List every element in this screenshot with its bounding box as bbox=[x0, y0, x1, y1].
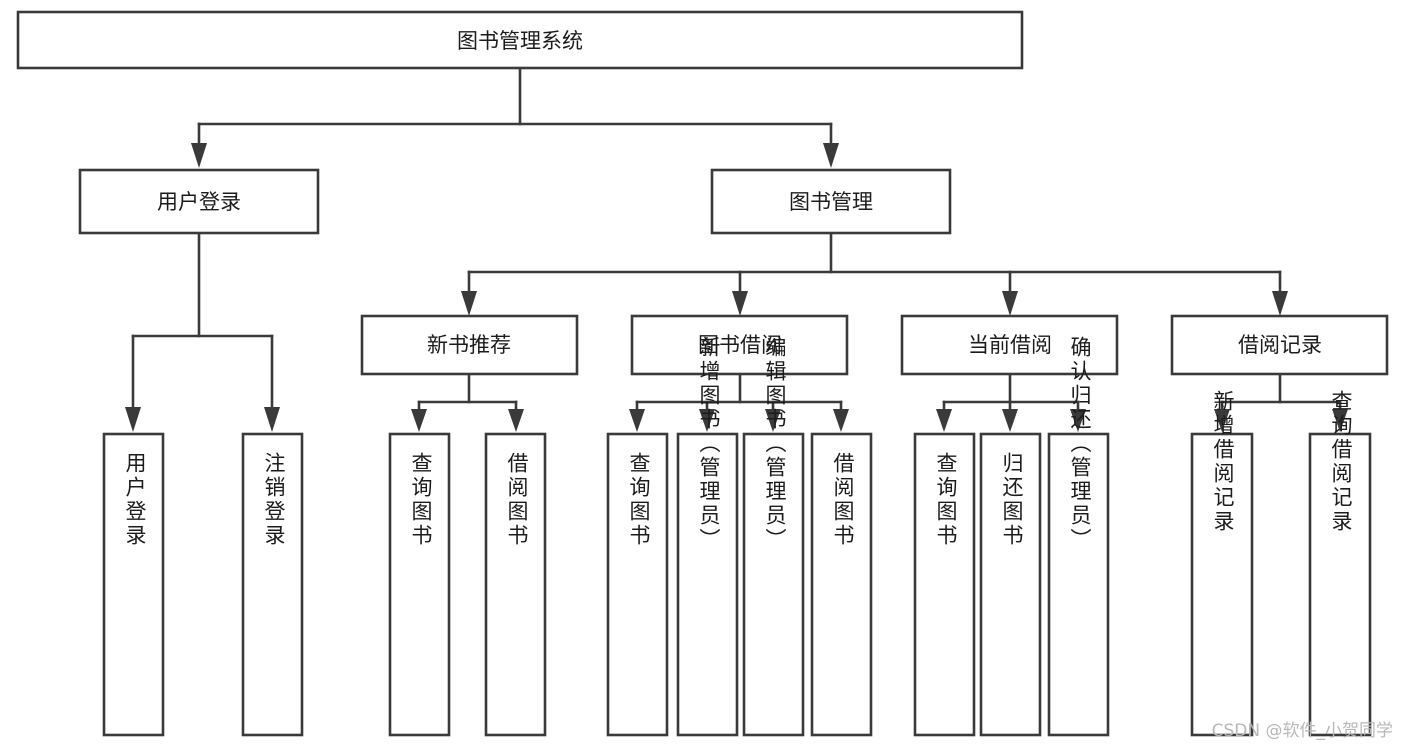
node-leaf-return-book-box[interactable] bbox=[979, 432, 1042, 737]
node-leaf-user-login-label: 用户登录 bbox=[123, 452, 147, 548]
node-leaf-add-record[interactable]: 新增借阅记录 bbox=[1190, 390, 1254, 737]
arrow-head-leaf-query-book-3 bbox=[936, 409, 952, 432]
node-book-borrow-box[interactable] bbox=[630, 314, 849, 376]
arrow-head-leaf-borrow-book-2 bbox=[833, 409, 849, 432]
node-leaf-user-login-box[interactable] bbox=[102, 432, 165, 737]
arrow-head-leaf-user-logout bbox=[264, 407, 280, 432]
node-borrow-record-label: 借阅记录 bbox=[1238, 333, 1322, 357]
node-leaf-query-book-2[interactable]: 查询图书 bbox=[606, 432, 669, 737]
node-leaf-confirm-return-box[interactable] bbox=[1047, 432, 1110, 737]
node-book-manage[interactable]: 图书管理 bbox=[710, 168, 952, 235]
node-leaf-add-record-label: 新增借阅记录 bbox=[1211, 390, 1235, 534]
arrow-head-borrow-record bbox=[1272, 291, 1288, 316]
arrow-head-leaf-query-record bbox=[1332, 409, 1348, 432]
node-new-book-recommend-label: 新书推荐 bbox=[427, 333, 511, 357]
node-user-login[interactable]: 用户登录 bbox=[78, 168, 320, 235]
node-root[interactable]: 图书管理系统 bbox=[16, 10, 1024, 70]
node-leaf-user-logout-label: 注销登录 bbox=[262, 452, 286, 548]
arrow-head-leaf-confirm-return bbox=[1070, 409, 1086, 432]
node-user-login-box[interactable] bbox=[78, 168, 320, 235]
node-leaf-return-book[interactable]: 归还图书 bbox=[979, 432, 1042, 737]
arrow-head-leaf-edit-book bbox=[765, 409, 781, 432]
arrow-head-leaf-add-book bbox=[699, 409, 715, 432]
node-leaf-query-book-1-box[interactable] bbox=[388, 432, 451, 737]
arrow-head-user-login bbox=[191, 143, 207, 168]
node-leaf-user-logout-box[interactable] bbox=[241, 432, 304, 737]
arrow-head-book-borrow bbox=[732, 291, 748, 316]
node-root-box[interactable] bbox=[16, 10, 1024, 70]
node-leaf-borrow-book-2-label: 借阅图书 bbox=[831, 452, 855, 548]
node-leaf-query-record-label: 查询借阅记录 bbox=[1329, 390, 1353, 534]
node-leaf-borrow-book-2[interactable]: 借阅图书 bbox=[810, 432, 873, 737]
connector-group bbox=[125, 66, 1348, 432]
arrow-head-current-borrow bbox=[1002, 291, 1018, 316]
node-book-borrow-label: 图书借阅 bbox=[698, 333, 782, 357]
arrow-head-leaf-return-book bbox=[1002, 409, 1018, 432]
node-leaf-query-book-3-label: 查询图书 bbox=[934, 452, 958, 548]
node-new-book-recommend-box[interactable] bbox=[360, 314, 579, 376]
node-user-login-label: 用户登录 bbox=[157, 190, 241, 214]
node-leaf-query-book-2-box[interactable] bbox=[606, 432, 669, 737]
node-leaf-edit-book-label: 编辑图书（管理员） bbox=[763, 336, 787, 552]
arrow-head-leaf-add-record bbox=[1214, 409, 1230, 432]
node-leaf-user-login[interactable]: 用户登录 bbox=[102, 432, 165, 737]
node-leaf-query-book-1[interactable]: 查询图书 bbox=[388, 432, 451, 737]
node-leaf-confirm-return[interactable]: 确认归还（管理员） bbox=[1047, 336, 1110, 737]
node-leaf-edit-book[interactable]: 编辑图书（管理员） bbox=[742, 336, 805, 737]
node-leaf-add-record-box[interactable] bbox=[1190, 432, 1254, 737]
node-leaf-query-book-3-box[interactable] bbox=[913, 432, 976, 737]
node-leaf-borrow-book-1-box[interactable] bbox=[484, 432, 547, 737]
arrow-head-leaf-borrow-book-1 bbox=[508, 409, 524, 432]
node-borrow-record[interactable]: 借阅记录 bbox=[1170, 314, 1389, 376]
node-leaf-borrow-book-1-label: 借阅图书 bbox=[505, 452, 529, 548]
node-leaf-add-book[interactable]: 新增图书（管理员） bbox=[676, 336, 739, 737]
arrow-head-leaf-query-book-2 bbox=[629, 409, 645, 432]
arrow-head-leaf-user-login bbox=[125, 407, 141, 432]
arrow-head-leaf-query-book-1 bbox=[411, 409, 427, 432]
node-current-borrow-box[interactable] bbox=[900, 314, 1119, 376]
node-leaf-user-logout[interactable]: 注销登录 bbox=[241, 432, 304, 737]
node-root-label: 图书管理系统 bbox=[457, 29, 583, 53]
node-leaf-query-book-2-label: 查询图书 bbox=[627, 452, 651, 548]
arrow-head-book-manage bbox=[823, 143, 839, 168]
node-leaf-query-book-1-label: 查询图书 bbox=[409, 452, 433, 548]
node-current-borrow[interactable]: 当前借阅 bbox=[900, 314, 1119, 376]
node-leaf-borrow-book-2-box[interactable] bbox=[810, 432, 873, 737]
node-leaf-query-record[interactable]: 查询借阅记录 bbox=[1308, 390, 1372, 737]
node-new-book-recommend[interactable]: 新书推荐 bbox=[360, 314, 579, 376]
arrow-head-new-book-recommend bbox=[461, 291, 477, 316]
node-leaf-return-book-label: 归还图书 bbox=[1000, 452, 1024, 548]
node-leaf-borrow-book-1[interactable]: 借阅图书 bbox=[484, 432, 547, 737]
node-leaf-edit-book-box[interactable] bbox=[742, 432, 805, 737]
node-current-borrow-label: 当前借阅 bbox=[968, 333, 1052, 357]
node-borrow-record-box[interactable] bbox=[1170, 314, 1389, 376]
node-book-manage-box[interactable] bbox=[710, 168, 952, 235]
node-leaf-query-book-3[interactable]: 查询图书 bbox=[913, 432, 976, 737]
node-book-borrow[interactable]: 图书借阅 bbox=[630, 314, 849, 376]
node-leaf-query-record-box[interactable] bbox=[1308, 432, 1372, 737]
node-leaf-add-book-box[interactable] bbox=[676, 432, 739, 737]
node-leaf-add-book-label: 新增图书（管理员） bbox=[697, 336, 721, 552]
node-book-manage-label: 图书管理 bbox=[789, 190, 873, 214]
node-leaf-confirm-return-label: 确认归还（管理员） bbox=[1068, 336, 1092, 552]
